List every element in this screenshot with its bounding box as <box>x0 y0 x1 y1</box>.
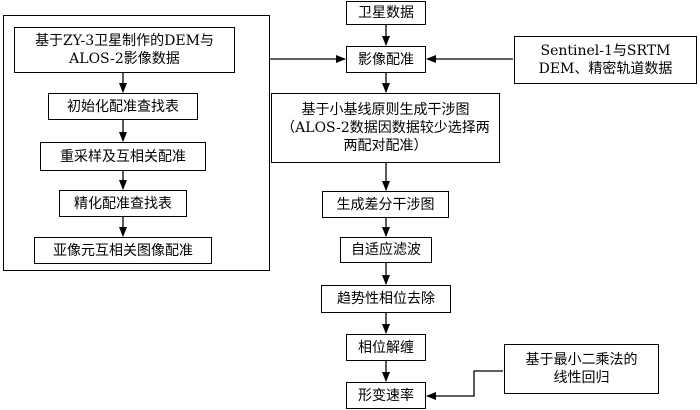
node-interferogram-generation: 基于小基线原则生成干涉图 （ALOS-2数据因数据较少选择两 两配对配准） <box>271 93 500 163</box>
arrow-leastsquares-to-rate <box>426 370 503 400</box>
node-subpixel-registration: 亚像元互相关图像配准 <box>34 237 212 264</box>
node-external-data: Sentinel-1与SRTM DEM、精密轨道数据 <box>514 36 697 84</box>
node-init-lookup-table: 初始化配准查找表 <box>48 93 198 120</box>
node-trend-phase-removal: 趋势性相位去除 <box>321 285 451 313</box>
node-satellite-data: 卫星数据 <box>346 1 426 25</box>
node-diff-interferogram: 生成差分干涉图 <box>322 191 449 218</box>
node-deformation-rate: 形变速率 <box>346 382 426 409</box>
node-zy3-alos2-source: 基于ZY-3卫星制作的DEM与 ALOS-2影像数据 <box>14 27 235 73</box>
node-refine-lookup-table: 精化配准查找表 <box>59 190 187 217</box>
left-registration-group <box>3 15 270 271</box>
node-image-registration: 影像配准 <box>346 46 426 73</box>
node-adaptive-filter: 自适应滤波 <box>340 237 432 263</box>
node-phase-unwrapping: 相位解缠 <box>346 334 426 361</box>
node-least-squares-regression: 基于最小二乘法的 线性回归 <box>504 344 659 394</box>
node-resample-correlation: 重采样及互相关配准 <box>40 142 206 171</box>
